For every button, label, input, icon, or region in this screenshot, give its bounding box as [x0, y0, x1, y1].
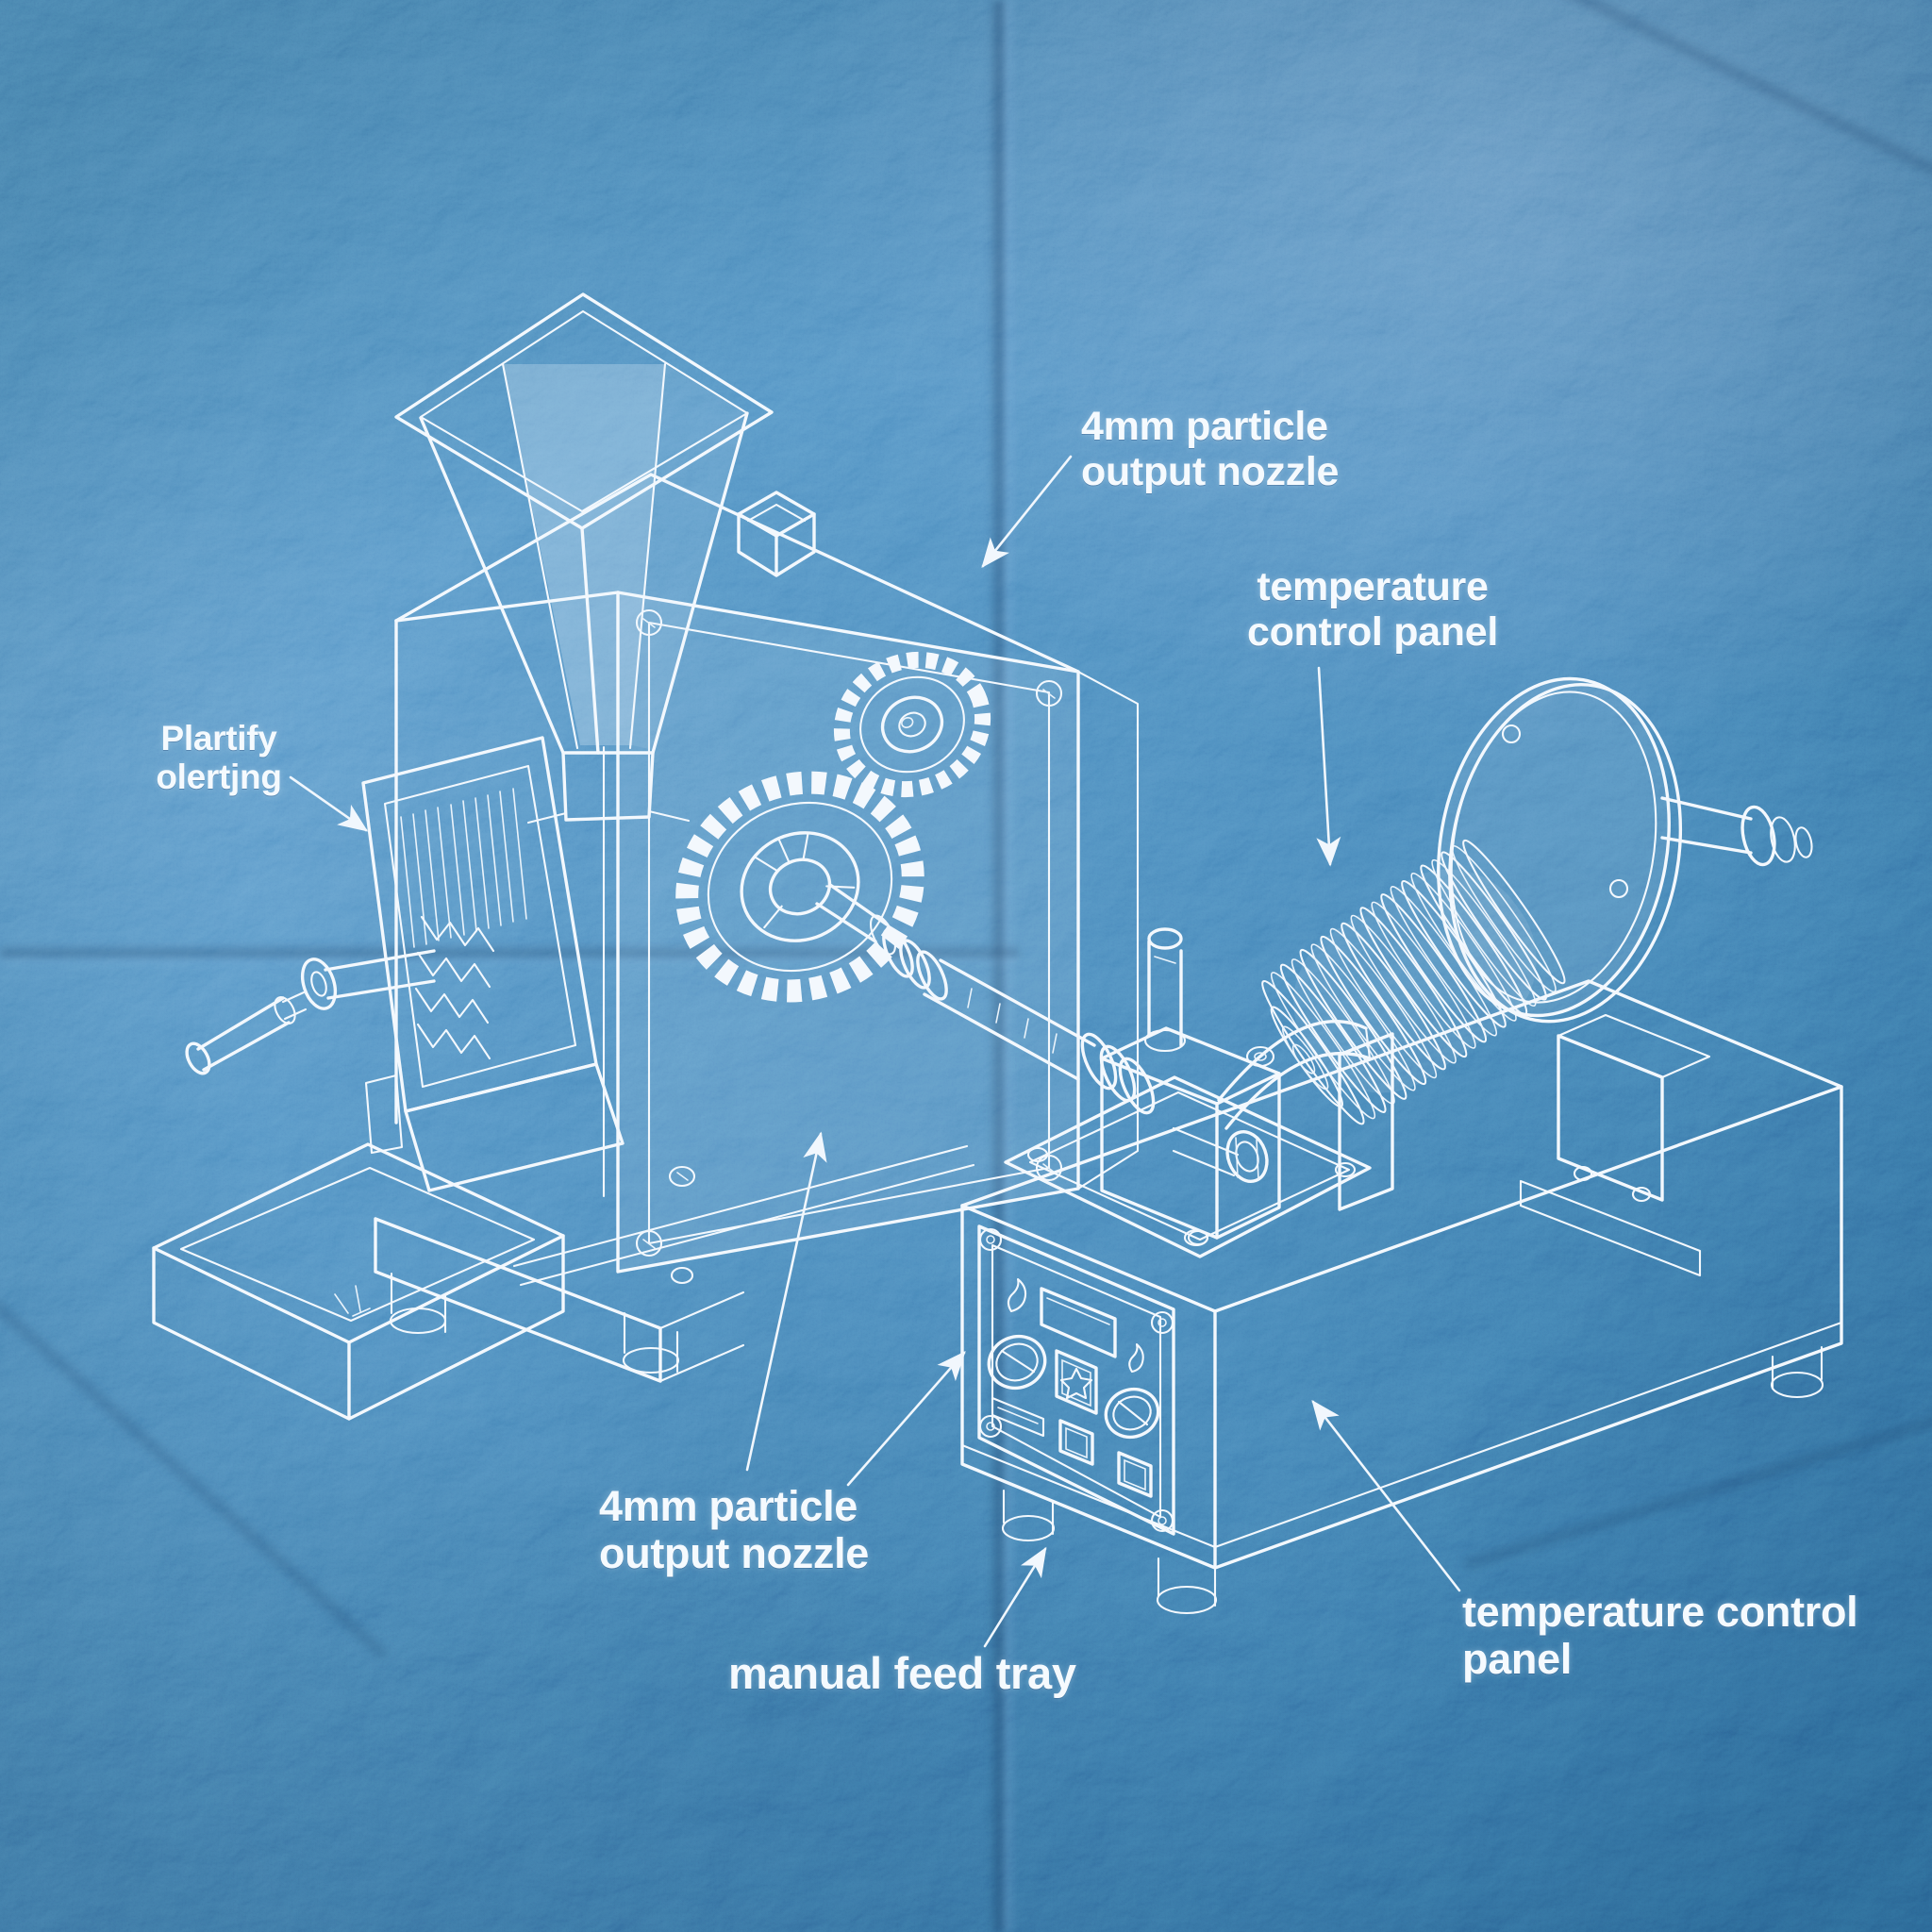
machine-body [394, 473, 1140, 1274]
enclosure-feet [1001, 1345, 1824, 1615]
label-line: manual feed tray [728, 1648, 1076, 1698]
label-hopper-left: Plartify olertjng [143, 719, 294, 797]
spool-flange-disc [1437, 676, 1683, 1024]
label-line: temperature control [1462, 1588, 1858, 1636]
hex-nut [1172, 1126, 1269, 1183]
leader-temperature-top [1316, 666, 1341, 867]
pillow-block [1519, 1013, 1711, 1277]
panel-star-button [1055, 1349, 1098, 1415]
right-machine [960, 676, 1843, 1615]
dial-icon [1128, 1342, 1144, 1374]
shredder-compartment [361, 736, 625, 1192]
leader-temperature-bottom [1311, 1399, 1461, 1592]
machine-base-feet [374, 1217, 745, 1383]
panel-display [1040, 1287, 1117, 1358]
drive-shaft [815, 883, 1156, 1115]
label-line: control panel [1246, 609, 1499, 656]
flange-hole [1608, 878, 1629, 899]
leader-manual-feed-tray [983, 1546, 1047, 1648]
bearing-block [1100, 927, 1394, 1240]
label-line: temperature [1257, 564, 1489, 609]
control-panel [977, 1224, 1175, 1536]
label-line: olertjng [156, 758, 282, 797]
gear-small [833, 651, 991, 798]
face-plate-screws [635, 608, 1063, 1285]
spool-shaft-nut [1660, 796, 1813, 867]
label-temperature-bottom: temperature control panel [1462, 1588, 1858, 1684]
panel-square-button-2 [1117, 1451, 1153, 1498]
panel-slot-plate [991, 1396, 1045, 1438]
leader-output-nozzle-top [981, 455, 1073, 569]
support-pillar [1338, 1032, 1394, 1211]
vertical-post [1143, 927, 1187, 1053]
spool-coil [1261, 839, 1566, 1125]
tray-bracket [364, 1074, 404, 1155]
label-line: 4mm particle [1081, 404, 1328, 449]
label-line: output nozzle [599, 1529, 870, 1578]
tie-rail [512, 1144, 975, 1287]
panel-knob-left [987, 1334, 1047, 1391]
hopper-neck [561, 751, 655, 822]
leader-arrows [289, 455, 1461, 1648]
left-machine [152, 292, 1140, 1421]
enclosure-box [960, 979, 1843, 1615]
label-line: panel [1462, 1635, 1573, 1684]
label-line: Plartify [160, 719, 277, 758]
panel-square-button-1 [1058, 1419, 1094, 1466]
label-output-nozzle-bottom: 4mm particle output nozzle [599, 1482, 870, 1578]
feed-hopper [394, 292, 774, 824]
label-output-nozzle-top: 4mm particle output nozzle [1081, 404, 1339, 494]
top-button-box [737, 491, 816, 577]
flange-hole [1501, 724, 1522, 744]
yoke-arm [1217, 1020, 1372, 1130]
flame-icon [1007, 1277, 1027, 1313]
collection-tray [152, 1074, 565, 1421]
leader-output-nozzle-bottom-a [745, 1131, 827, 1472]
label-manual-feed-tray: manual feed tray [728, 1648, 1076, 1699]
leader-output-nozzle-bottom-b [846, 1351, 966, 1487]
label-temperature-top: temperature control panel [1245, 564, 1500, 655]
leader-hopper-left [289, 775, 369, 832]
crank-handle [185, 949, 436, 1075]
tray-scratch-marks [334, 1285, 371, 1317]
spiked-roller [414, 915, 495, 1060]
panel-knob-right [1104, 1387, 1160, 1440]
label-line: 4mm particle [599, 1482, 858, 1530]
label-line: output nozzle [1081, 449, 1340, 495]
coupling-rings [882, 927, 948, 1001]
